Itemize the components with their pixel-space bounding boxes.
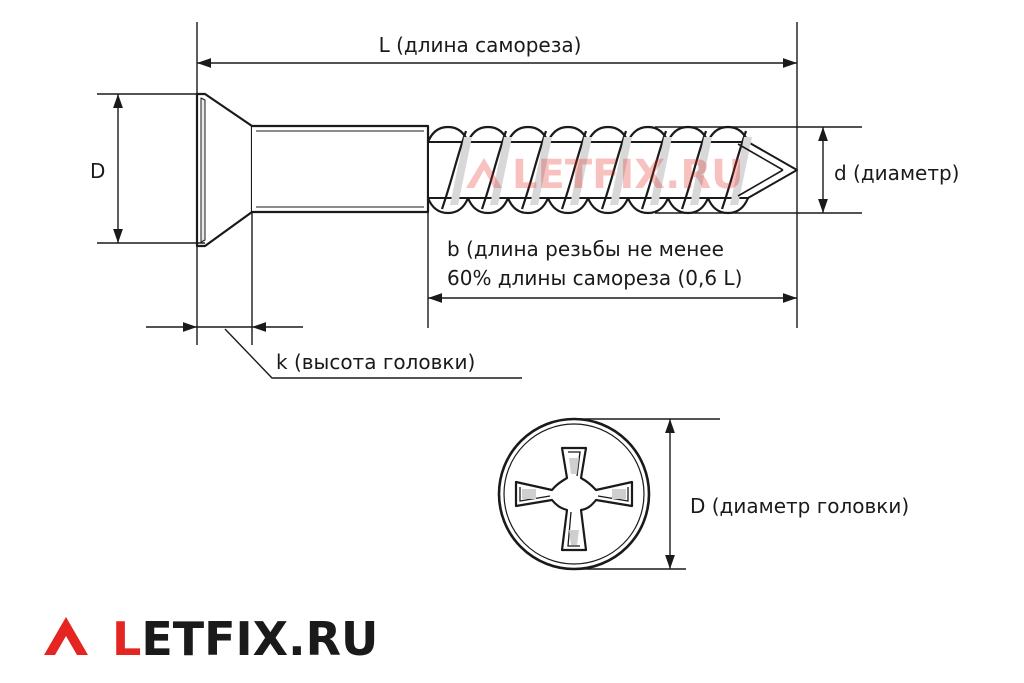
watermark-logo-icon (466, 158, 502, 188)
head-height-label: k (высота головки) (276, 350, 475, 374)
logo-text-first: L (112, 612, 141, 666)
head-diameter-side-label: D (90, 159, 105, 183)
logo-text-rest: ETFIX.RU (141, 612, 378, 666)
head-diameter-top-label: D (диаметр головки) (690, 494, 909, 518)
screw-thread (426, 125, 798, 215)
extension-lines (97, 22, 862, 345)
svg-text:LETFIX.RU: LETFIX.RU (112, 612, 378, 666)
phillips-cross-icon (514, 446, 634, 552)
screw-head-shading (200, 97, 206, 243)
dimension-lines (113, 58, 828, 379)
watermark-text: LETFIX.RU (512, 152, 744, 198)
screw-side-view (195, 92, 798, 248)
head-height-leader (224, 328, 522, 379)
head-inner-circle (503, 423, 645, 565)
logo-mark-icon (44, 617, 88, 655)
letfix-logo: LETFIX.RU (44, 612, 378, 666)
thread-length-label-line2: 60% длины самореза (0,6 L) (447, 266, 742, 290)
length-label: L (длина самореза) (379, 33, 582, 57)
phillips-cross-inner (519, 451, 629, 547)
thread-watermark: LETFIX.RU (466, 152, 744, 198)
thread-length-label-line1: b (длина резьбы не менее (447, 237, 724, 261)
shank-diameter-label: d (диаметр) (834, 161, 959, 185)
top-view-dimension (574, 418, 720, 570)
screw-shank (252, 124, 430, 214)
screw-head-top-view (497, 417, 651, 571)
